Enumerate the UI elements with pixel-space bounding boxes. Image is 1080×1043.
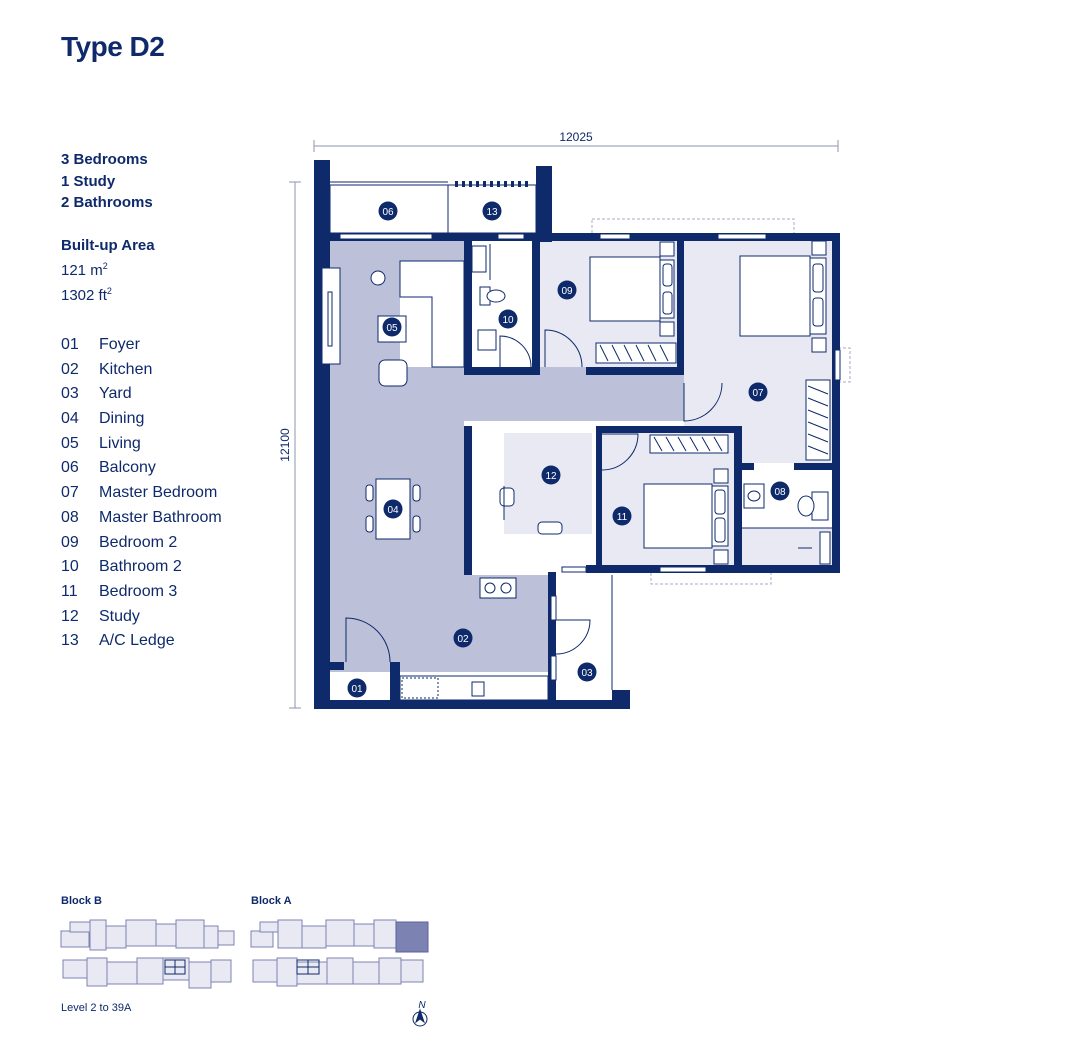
room-marker (612, 506, 632, 526)
master-bedroom-furniture (739, 240, 831, 461)
study-count: 1 Study (61, 172, 116, 190)
room-marker (577, 662, 597, 682)
level-range: Level 2 to 39A (61, 1002, 132, 1014)
width-dimension: 12025 (559, 130, 593, 144)
key-plan-block-b (60, 919, 235, 989)
unit-summary: 3 Bedrooms 1 Study 2 Bathrooms (61, 149, 153, 214)
room-marker (748, 382, 768, 402)
area-sqft: 1302 ft2 (61, 286, 112, 304)
bedroom-count: 3 Bedrooms (61, 151, 148, 168)
built-up-area: Built-up Area 121 m2 1302 ft2 (61, 235, 155, 306)
walls (314, 160, 840, 709)
bedroom-2-furniture (589, 241, 677, 364)
page-title: Type D2 (61, 31, 165, 62)
key-plan-block-b-core (164, 959, 186, 975)
room-marker-label: 06 (382, 207, 394, 218)
room-markers: 01 02 03 04 05 06 07 08 09 10 11 12 13 (347, 201, 790, 698)
room-marker (770, 481, 790, 501)
room-marker (541, 465, 561, 485)
dimension-lines (289, 140, 839, 709)
ac-ledge-vents (455, 181, 528, 187)
room-marker-label: 09 (561, 286, 573, 297)
bathroom-count: 2 Bathrooms (61, 194, 153, 211)
room-marker-label: 12 (545, 471, 557, 482)
room-marker (453, 628, 473, 648)
master-bathroom-fixtures (742, 483, 832, 565)
room-marker-label: 10 (502, 315, 514, 326)
room-marker-label: 04 (387, 505, 399, 516)
height-dimension: 12100 (278, 428, 292, 462)
room-marker (482, 201, 502, 221)
room-marker (347, 678, 367, 698)
room-marker-label: 13 (486, 207, 498, 218)
north-arrow-icon (412, 1008, 428, 1027)
room-marker (383, 499, 403, 519)
room-marker-label: 11 (617, 512, 628, 523)
north-label: N (418, 1000, 426, 1011)
study-furniture (499, 486, 563, 535)
room-marker-label: 03 (581, 668, 593, 679)
block-b-label: Block B (61, 895, 102, 907)
living-furniture (321, 260, 465, 387)
bathroom-2-fixtures (471, 244, 506, 351)
key-plan-block-a-core (296, 959, 320, 975)
yard-area (550, 575, 613, 690)
room-marker-label: 02 (457, 634, 469, 645)
windows (339, 233, 841, 573)
area-sqm: 121 m2 (61, 261, 108, 279)
room-marker-label: 08 (774, 487, 786, 498)
balcony-area (329, 181, 537, 234)
room-marker (378, 201, 398, 221)
kitchen-furniture (399, 577, 549, 701)
key-plan-highlighted-unit (395, 921, 429, 953)
room-marker (557, 280, 577, 300)
room-marker-label: 07 (752, 388, 764, 399)
block-a-label: Block A (251, 895, 292, 907)
room-marker-label: 01 (351, 684, 363, 695)
room-marker-label: 05 (386, 323, 398, 334)
bedroom-3-furniture (643, 434, 729, 565)
doors (345, 329, 723, 663)
room-marker (382, 317, 402, 337)
room-marker (498, 309, 518, 329)
area-heading: Built-up Area (61, 237, 155, 254)
